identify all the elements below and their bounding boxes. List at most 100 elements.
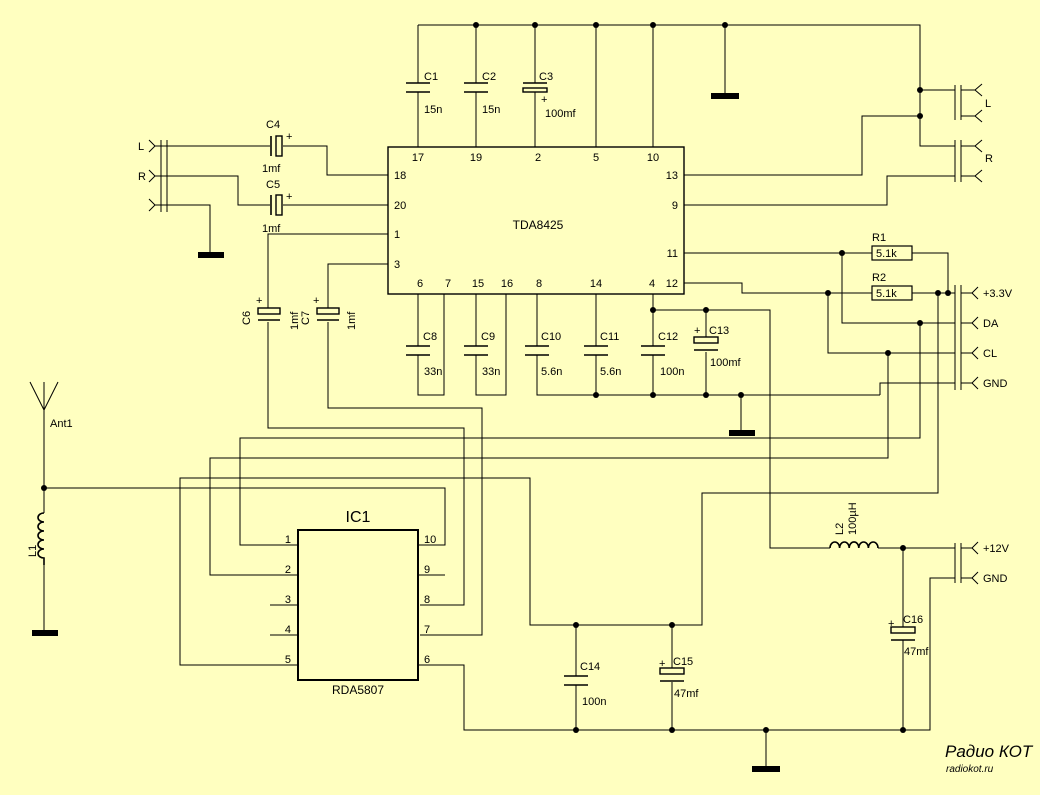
tda-pin-13: 13 (666, 170, 678, 182)
tda-pin-9: 9 (672, 200, 678, 212)
c15-value: 47mf (674, 688, 699, 700)
c9-value: 33n (482, 366, 500, 378)
clock-cl-label: CL (983, 348, 997, 360)
resistor-r1: R1 5.1k (871, 232, 913, 261)
c7-ref: C7 (300, 311, 312, 325)
capacitor-c1: C1 15n (406, 71, 442, 116)
c4-value: 1mf (262, 163, 281, 175)
tda8425-body (387, 146, 685, 295)
c13-ref: C13 (709, 325, 729, 337)
rda-pin-8: 8 (424, 594, 430, 606)
tda-pin-10: 10 (647, 152, 659, 164)
c15-plus: + (659, 658, 665, 670)
tda8425-name: TDA8425 (513, 218, 564, 232)
c16-ref: C16 (903, 614, 923, 626)
capacitor-c2: C2 15n (464, 71, 500, 116)
c4-plus: + (286, 131, 292, 143)
l2-value: 100µH (847, 502, 859, 535)
tda-pin-5: 5 (593, 152, 599, 164)
c13-plus: + (694, 325, 700, 337)
tda-pin-14: 14 (590, 278, 602, 290)
rda5807-name: RDA5807 (332, 683, 384, 697)
rda5807-body (297, 529, 419, 681)
input-r-label: R (138, 171, 146, 183)
ground-label-1: GND (983, 378, 1008, 390)
output-l-label: L (985, 98, 991, 110)
c10-ref: C10 (541, 331, 561, 343)
data-da-label: DA (983, 318, 999, 330)
tda-pin-17: 17 (412, 152, 424, 164)
c3-ref: C3 (539, 71, 553, 83)
r1-ref: R1 (872, 232, 886, 244)
capacitor-c7: + C7 1mf (300, 295, 358, 330)
capacitor-c4: C4 + 1mf (262, 119, 292, 175)
c9-ref: C9 (481, 331, 495, 343)
c6-value: 1mf (289, 311, 301, 330)
r1-value: 5.1k (876, 248, 897, 260)
capacitor-c14: C14 100n (564, 661, 606, 708)
tda-pin-1: 1 (394, 229, 400, 241)
c11-ref: C11 (600, 331, 619, 343)
rda-pin-10: 10 (424, 534, 436, 546)
tda-pin-4: 4 (649, 278, 655, 290)
ground-label-2: GND (983, 573, 1008, 585)
r2-ref: R2 (872, 272, 886, 284)
tda-pin-12: 12 (666, 278, 678, 290)
c16-value: 47mf (904, 646, 929, 658)
tda-pin-16: 16 (501, 278, 513, 290)
c8-ref: C8 (423, 331, 437, 343)
capacitor-c6: + C6 1mf (241, 295, 301, 330)
capacitor-c9: C9 33n (464, 331, 500, 378)
c15-ref: C15 (673, 656, 693, 668)
tda-pin-2: 2 (535, 152, 541, 164)
rda-pin-4: 4 (285, 624, 291, 636)
capacitor-c8: C8 33n (406, 331, 442, 378)
c6-plus: + (256, 295, 262, 307)
c4-ref: C4 (266, 119, 280, 131)
rda-pin-3: 3 (285, 594, 291, 606)
capacitor-c16: + C16 47mf (888, 614, 929, 658)
capacitor-c5: C5 + 1mf (262, 179, 292, 235)
capacitor-c10: C10 5.6n (525, 331, 562, 378)
capacitor-c12: C12 100n (641, 331, 684, 378)
ant1-ref: Ant1 (50, 418, 73, 430)
tda-pin-15: 15 (472, 278, 484, 290)
tda-pin-19: 19 (470, 152, 482, 164)
capacitor-c3: C3 + 100mf (522, 71, 577, 120)
tda-pin-20: 20 (394, 200, 406, 212)
c13-value: 100mf (710, 357, 742, 369)
c5-ref: C5 (266, 179, 280, 191)
rda-pin-6: 6 (424, 654, 430, 666)
watermark-title: Радио КОТ (945, 742, 1034, 761)
c2-ref: C2 (482, 71, 496, 83)
c10-value: 5.6n (541, 366, 562, 378)
tda-pin-3: 3 (394, 259, 400, 271)
tda-pin-18: 18 (394, 170, 406, 182)
connector-arrows (148, 83, 983, 585)
c1-value: 15n (424, 104, 442, 116)
c1-ref: C1 (424, 71, 438, 83)
c7-plus: + (313, 295, 319, 307)
c14-value: 100n (582, 696, 606, 708)
connector-labels: L R L R +3.3V DA CL GND +12V GND (138, 98, 1013, 585)
tda-pin-6: 6 (417, 278, 423, 290)
resistor-r2: R2 5.1k (871, 272, 913, 301)
junction-dots (41, 22, 951, 733)
rda-pin-9: 9 (424, 564, 430, 576)
c7-value: 1mf (346, 311, 358, 330)
watermark-url: radiokot.ru (946, 764, 994, 775)
c6-ref: C6 (241, 311, 253, 325)
c3-value: 100mf (545, 108, 577, 120)
c5-plus: + (286, 191, 292, 203)
c3-plus: + (541, 94, 547, 106)
r2-value: 5.1k (876, 288, 897, 300)
c5-value: 1mf (262, 223, 281, 235)
rda5807-chip: IC1 RDA5807 1 2 3 4 5 10 9 8 7 6 (285, 509, 436, 697)
supply-12v-label: +12V (983, 543, 1010, 555)
rda-pin-7: 7 (424, 624, 430, 636)
input-l-label: L (138, 141, 144, 153)
tda8425-chip: TDA8425 17 19 2 5 10 18 20 1 3 13 9 11 1… (387, 146, 685, 295)
rda-pin-5: 5 (285, 654, 291, 666)
tda-pin-11: 11 (667, 248, 678, 260)
